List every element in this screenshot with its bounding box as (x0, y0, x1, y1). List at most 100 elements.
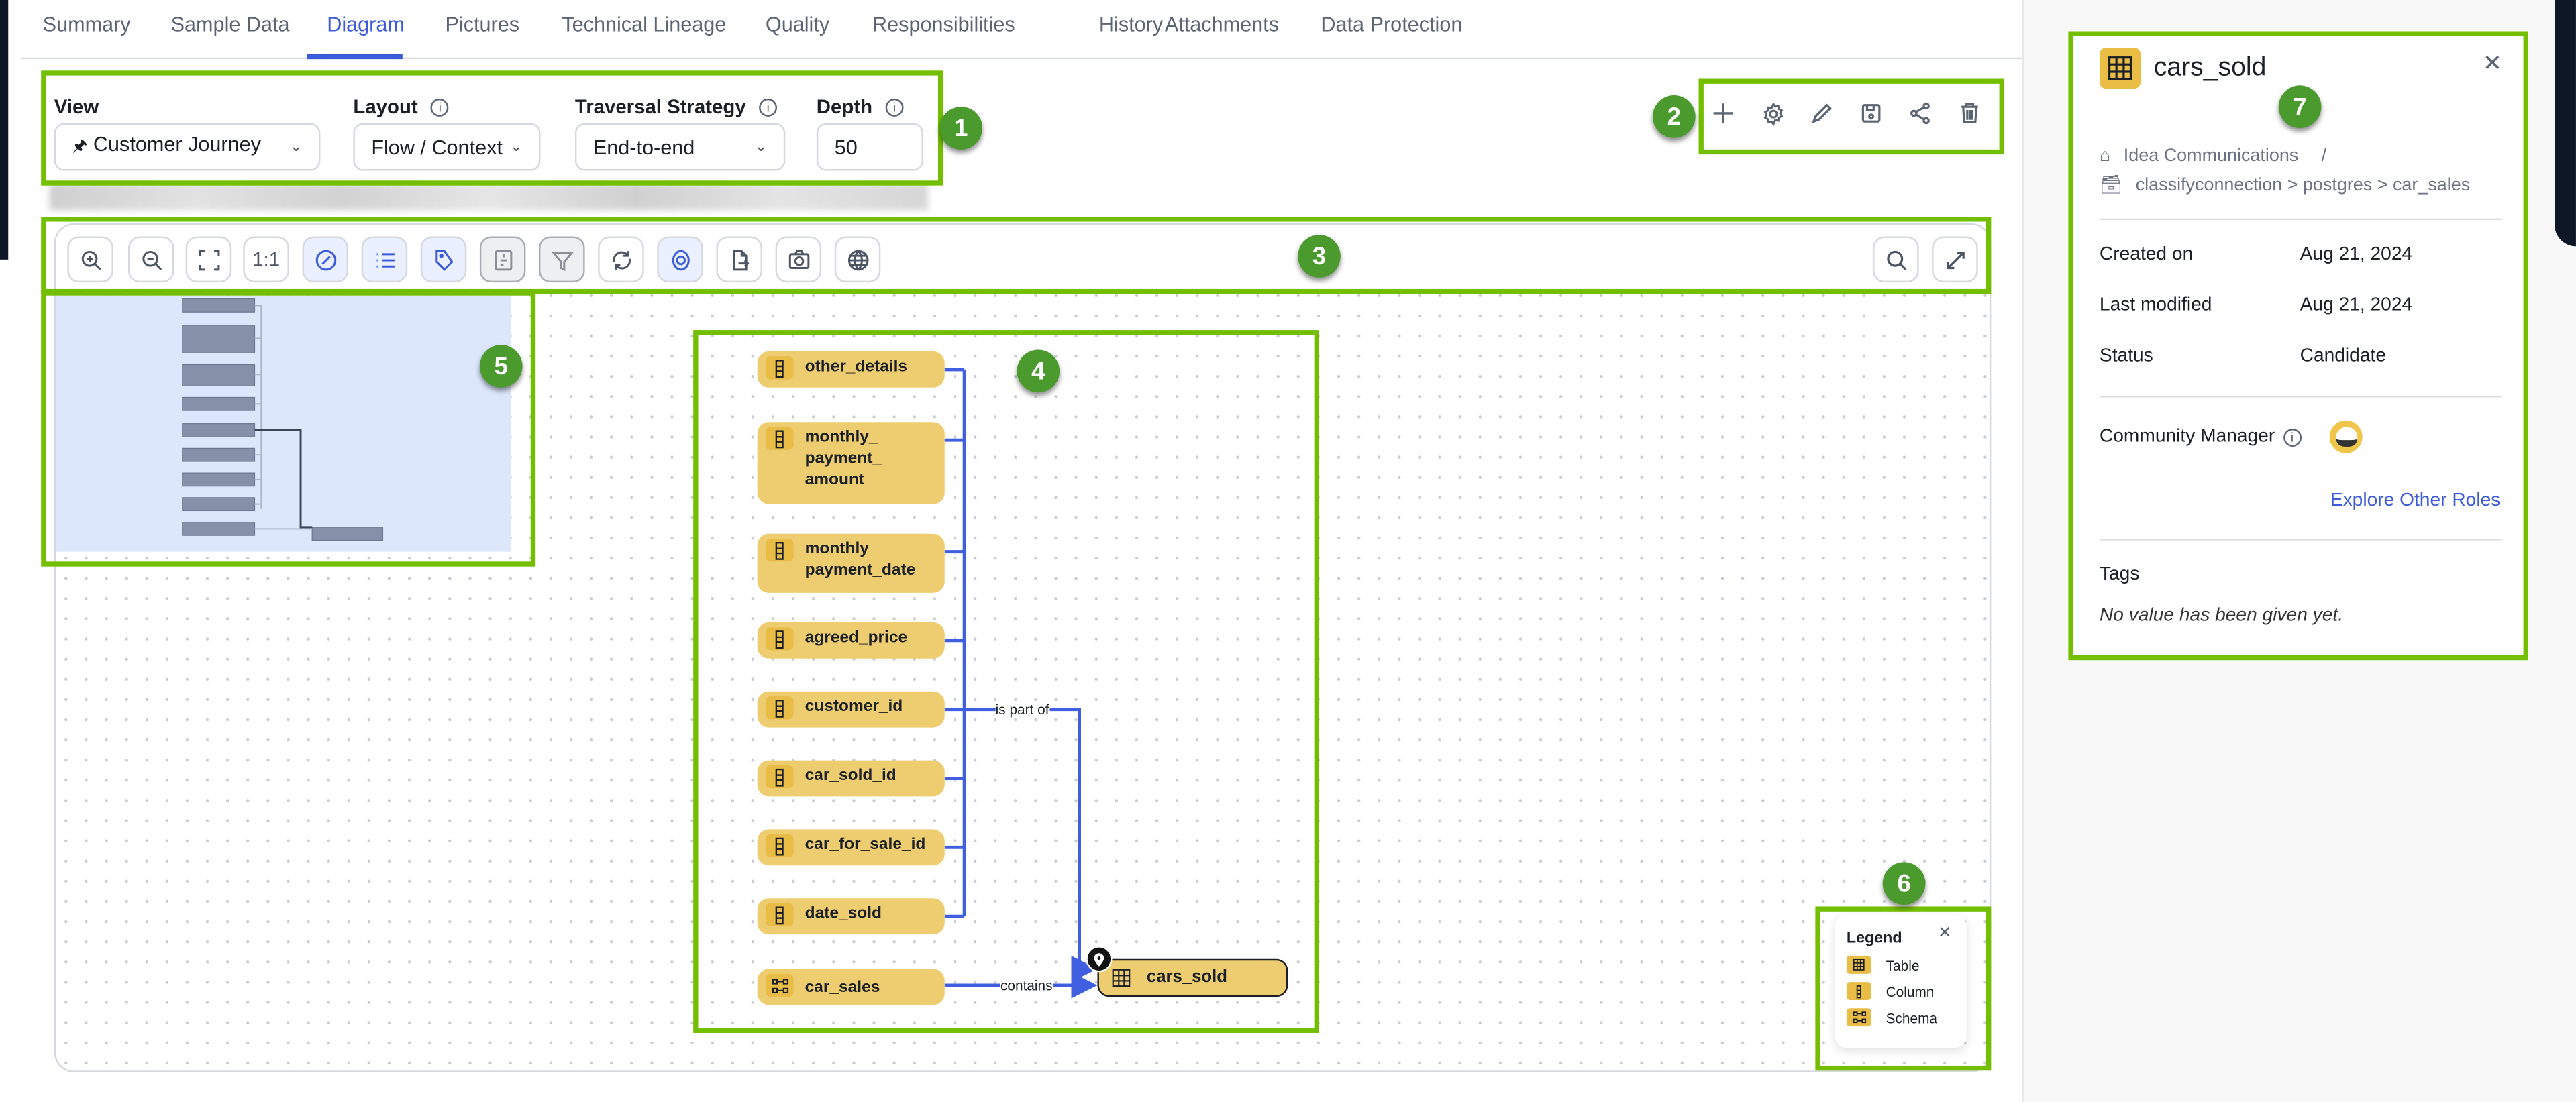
edge-label-contains: contains (1000, 977, 1053, 994)
minimap[interactable] (56, 295, 511, 552)
list-button[interactable] (361, 236, 408, 283)
annotation-badge: 5 (479, 345, 523, 388)
compass-button[interactable] (302, 236, 349, 283)
avatar[interactable] (2329, 420, 2363, 453)
close-icon[interactable]: ✕ (2483, 49, 2502, 76)
tab-quality[interactable]: Quality (765, 13, 830, 36)
annotation-box-3 (41, 217, 1992, 294)
zoom-out-icon (142, 250, 162, 270)
globe-icon (847, 249, 868, 270)
plus-icon[interactable] (1708, 99, 1738, 128)
expand-icon (1946, 250, 1964, 268)
schema-icon (1846, 1008, 1871, 1027)
explore-other-roles-link[interactable]: Explore Other Roles (2330, 491, 2501, 511)
globe-button[interactable] (834, 236, 881, 283)
search-icon (1886, 250, 1906, 270)
expand-button[interactable] (1932, 236, 1978, 283)
eye-button[interactable] (657, 236, 703, 283)
column-icon (765, 627, 794, 651)
depth-input[interactable]: 50 (816, 123, 923, 171)
legend-item-schema: Schema (1846, 1008, 1955, 1027)
share-icon[interactable] (1906, 99, 1935, 128)
tags-label: Tags (2099, 565, 2140, 585)
camera-icon (788, 249, 809, 268)
actual-size-button[interactable]: 1:1 (243, 236, 289, 283)
annotation-badge: 7 (2278, 85, 2322, 128)
column-icon (765, 539, 794, 562)
tab-attachments[interactable]: Attachments (1164, 13, 1279, 36)
column-node[interactable]: car_sold_id (757, 760, 945, 797)
annotation-badge: 4 (1017, 349, 1060, 393)
search-button[interactable] (1873, 236, 1919, 283)
schema-icon (765, 973, 794, 997)
divider (2099, 218, 2502, 221)
actual-size-icon: 1:1 (252, 247, 280, 271)
close-icon[interactable]: ✕ (1938, 924, 1952, 943)
chevron-down-icon: ⌄ (754, 137, 768, 155)
legend-item-table: Table (1846, 955, 1955, 974)
tab-summary[interactable]: Summary (42, 13, 131, 36)
column-node[interactable]: monthly_payment_amount (757, 422, 945, 504)
table-icon (1846, 955, 1871, 974)
compass-icon (315, 249, 336, 270)
table-icon (1107, 966, 1135, 989)
filter-button[interactable] (539, 236, 585, 283)
tab-diagram[interactable]: Diagram (327, 13, 405, 36)
gear-icon[interactable] (1758, 99, 1788, 128)
column-node[interactable]: monthly_payment_date (757, 533, 945, 593)
pin-icon: 🖈 (72, 137, 88, 156)
diagram-actions (1708, 99, 1984, 128)
fit-screen-button[interactable] (185, 236, 232, 283)
schema-node[interactable]: car_sales (757, 969, 945, 1005)
column-icon (765, 834, 794, 858)
blurred-content (49, 184, 929, 211)
zoom-out-button[interactable] (127, 236, 174, 283)
community-breadcrumb: ⌂Idea Communications/ (2099, 146, 2327, 166)
zoom-in-button[interactable] (67, 236, 113, 283)
panel-title: cars_sold (2153, 53, 2267, 82)
info-icon[interactable]: i (2283, 427, 2302, 446)
layout-select[interactable]: Flow / Context⌄ (353, 123, 541, 171)
annotation-badge: 3 (1298, 235, 1341, 278)
column-node[interactable]: customer_id (757, 691, 945, 728)
view-select[interactable]: 🖈 Customer Journey⌄ (54, 123, 321, 171)
tab-history[interactable]: History (1098, 13, 1164, 36)
tab-technical-lineage[interactable]: Technical Lineage (562, 13, 727, 36)
table-icon (2099, 48, 2141, 89)
save-icon[interactable] (1857, 99, 1886, 128)
details-icon (494, 249, 512, 270)
column-icon (1846, 982, 1871, 1001)
tag-button[interactable] (420, 236, 467, 283)
column-node[interactable]: agreed_price (757, 622, 945, 659)
info-icon[interactable]: i (885, 97, 904, 116)
pencil-icon[interactable] (1807, 99, 1837, 128)
annotation-box-4 (693, 330, 1319, 1033)
info-icon[interactable]: i (431, 97, 450, 116)
window-edge (2555, 0, 2576, 247)
legend-item-column: Column (1846, 982, 1955, 1001)
details-button[interactable] (479, 236, 526, 283)
edge-is-part-of (944, 368, 966, 918)
refresh-button[interactable] (598, 236, 644, 283)
status-value: Candidate (2300, 346, 2387, 366)
column-node[interactable]: other_details (757, 351, 945, 388)
table-node-cars-sold[interactable]: cars_sold (1097, 958, 1288, 997)
legend: Legend ✕ Table Column Schema (1835, 914, 1967, 1048)
export-button[interactable] (716, 236, 763, 283)
column-node[interactable]: car_for_sale_id (757, 829, 945, 866)
community-icon: ⌂ (2099, 146, 2111, 166)
tab-sample-data[interactable]: Sample Data (170, 13, 290, 36)
info-icon[interactable]: i (759, 97, 778, 116)
tab-pictures[interactable]: Pictures (445, 13, 520, 36)
traversal-select[interactable]: End-to-end⌄ (574, 123, 786, 171)
status-label: Status (2099, 346, 2153, 366)
column-node[interactable]: date_sold (757, 898, 945, 935)
tab-data-protection[interactable]: Data Protection (1321, 13, 1463, 36)
camera-button[interactable] (775, 236, 822, 283)
trash-icon[interactable] (1955, 99, 1984, 128)
refresh-icon (612, 250, 630, 269)
annotation-badge: 2 (1652, 95, 1696, 138)
tab-responsibilities[interactable]: Responsibilities (872, 13, 1015, 36)
